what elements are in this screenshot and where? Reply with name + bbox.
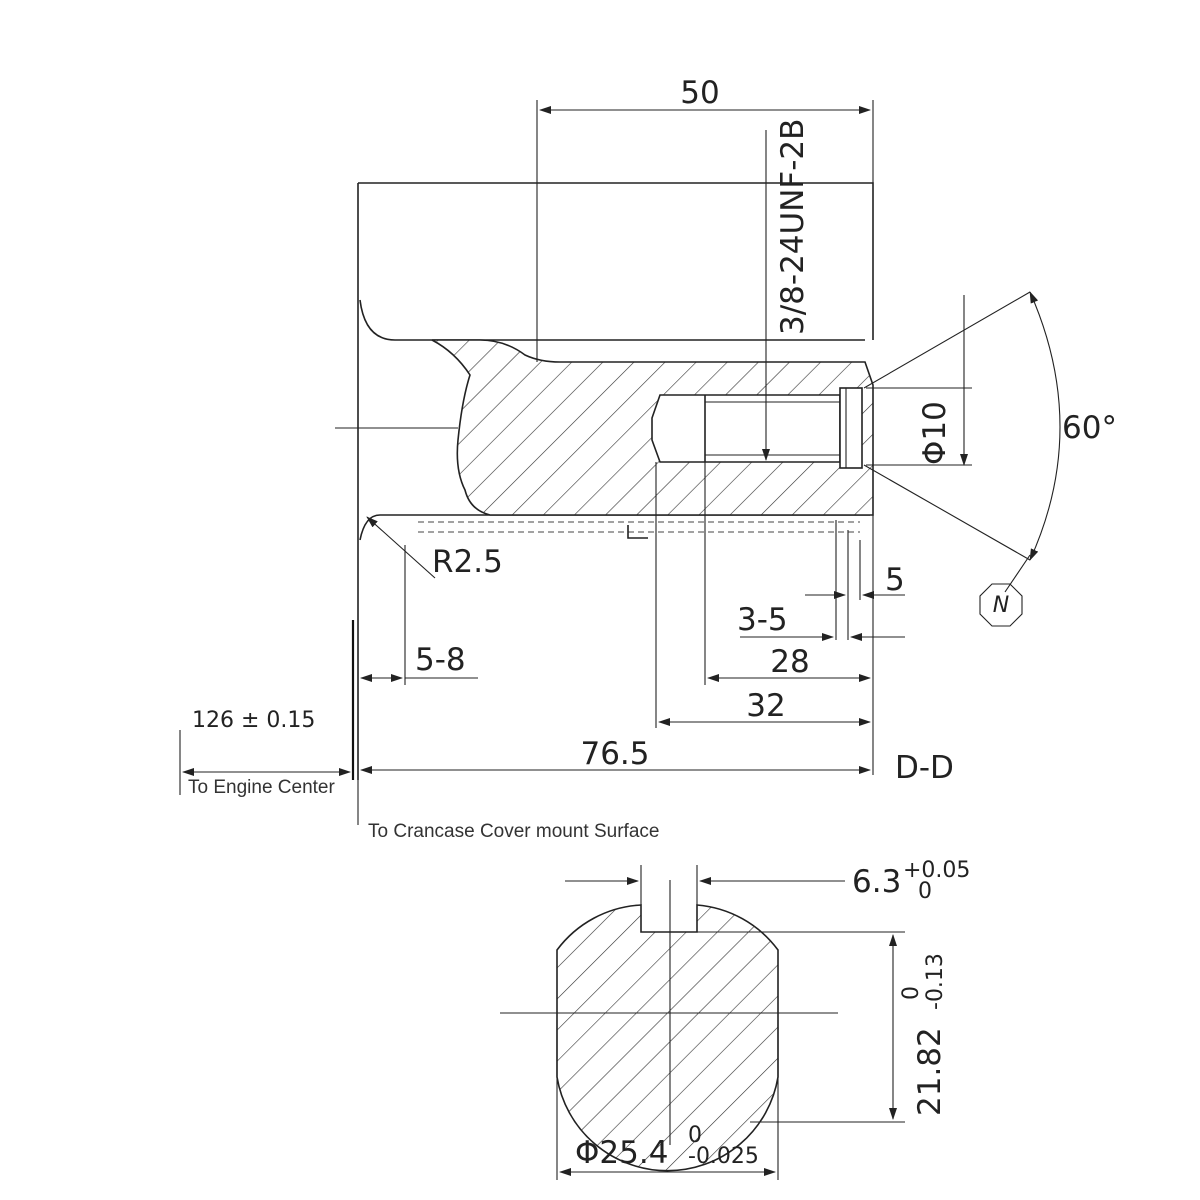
section-title: D-D	[895, 750, 954, 786]
dim-76-5-label: 76.5	[580, 736, 649, 772]
dim-50-label: 50	[680, 75, 719, 111]
radius-label: R2.5	[432, 544, 503, 580]
end-view-section: 6.3 +0.05 0 21.82 0 -0.13 Φ25.4 0 -0.025	[500, 858, 970, 1180]
section-cut-mark	[627, 525, 648, 539]
dia10-label: Φ10	[917, 401, 953, 465]
angle-arc	[1029, 291, 1061, 561]
dim-3-5-label: 3-5	[737, 602, 788, 638]
flat-height-tol-upper: 0	[899, 986, 924, 1000]
flat-height-label: 21.82	[912, 1027, 948, 1116]
bore-counterbore	[839, 387, 863, 469]
shaft-dia-label: Φ25.4	[575, 1135, 668, 1171]
surface-finish-symbol	[979, 583, 1023, 627]
dim-28-label: 28	[770, 644, 809, 680]
symbol-n-label: N	[993, 593, 1009, 618]
key-width-label: 6.3	[852, 864, 901, 900]
angle-label: 60°	[1062, 410, 1117, 446]
key-width-tol-upper: +0.05	[903, 858, 970, 883]
key-width-tol-lower: 0	[918, 879, 932, 904]
engine-center-note: To Engine Center	[188, 777, 335, 798]
dim-5-8-label: 5-8	[415, 642, 466, 678]
thread-spec-label: 3/8-24UNF-2B	[775, 119, 811, 335]
chamfer-line-lower	[863, 464, 1031, 561]
dim-32-label: 32	[746, 688, 785, 724]
housing-fillet	[359, 299, 865, 341]
flat-height-tol-lower: -0.13	[923, 953, 948, 1010]
crankcase-note: To Crancase Cover mount Surface	[368, 821, 659, 842]
engine-offset-label: 126 ± 0.15	[192, 708, 315, 733]
side-view: 50 3/8-24UNF-2B Φ10 60° N R2.5 5 3-5	[179, 75, 1117, 842]
radius-leader	[366, 516, 436, 579]
shaft-dia-tol-lower: -0.025	[688, 1144, 759, 1169]
threaded-bore	[651, 394, 841, 463]
chamfer-line-upper	[863, 291, 1031, 389]
shaft-dia-tol-upper: 0	[688, 1123, 702, 1148]
housing-fillet-lower	[359, 514, 870, 541]
dim-5-label: 5	[885, 562, 905, 598]
shaft-end-section	[556, 904, 779, 1172]
